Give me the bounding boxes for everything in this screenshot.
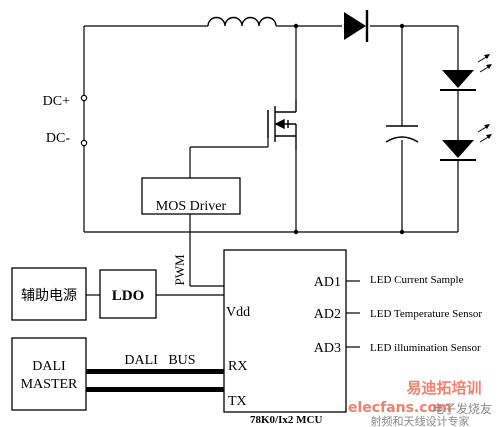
mosfet-icon	[267, 100, 297, 150]
tx-label: TX	[228, 394, 247, 409]
ad1-label: AD1	[314, 275, 341, 290]
junctions	[293, 23, 405, 235]
junction-cap-top	[399, 23, 405, 29]
junction-cap-bottom	[399, 229, 405, 235]
watermark-cn-site: 电子发烧友	[432, 401, 492, 416]
dc-plus-label: DC+	[43, 94, 70, 109]
mcu-box	[223, 249, 347, 413]
mcu-label: 78K0/Ix2 MCU	[250, 414, 322, 426]
capacitor-icon	[385, 125, 419, 143]
ldo-box	[99, 269, 157, 319]
led-current-label: LED Current Sample	[370, 274, 464, 286]
diode-icon	[344, 10, 369, 42]
watermark: 易迪拓培训 elecfans.com 电子发烧友 射频和天线设计专家	[348, 379, 492, 427]
aux-power-label: 辅助电源	[21, 288, 77, 304]
ad3-label: AD3	[314, 341, 341, 356]
pwm-label: PWM	[172, 254, 187, 286]
dali-master-line1: DALI	[32, 359, 66, 374]
wires	[83, 25, 459, 296]
inductor-icon	[207, 16, 277, 27]
junction-switch-bottom	[293, 229, 299, 235]
dali-bus-tx-line	[86, 387, 224, 392]
dali-bus-rx-line	[86, 369, 224, 374]
sensor-leads	[346, 280, 360, 348]
dc-plus-terminal	[80, 94, 88, 102]
led-illumination-label: LED illumination Sensor	[370, 342, 481, 354]
junction-switch-top	[293, 23, 299, 29]
led-temperature-label: LED Temperature Sensor	[370, 308, 482, 320]
dali-bus-label: DALI BUS	[124, 353, 195, 368]
watermark-cn-sub: 射频和天线设计专家	[371, 414, 470, 427]
aux-power-box	[11, 267, 87, 321]
dc-minus-label: DC-	[46, 131, 70, 146]
led-1-icon	[440, 54, 492, 91]
ldo-label: LDO	[112, 288, 145, 304]
watermark-logo: elecfans.com	[348, 400, 452, 416]
led-2-icon	[440, 124, 492, 161]
mos-driver-box	[141, 177, 241, 215]
rx-label: RX	[228, 359, 247, 374]
dali-master-box	[11, 337, 87, 411]
dali-master-line2: MASTER	[21, 377, 78, 392]
dc-minus-terminal	[80, 139, 88, 147]
ad2-label: AD2	[314, 307, 341, 322]
vdd-label: Vdd	[226, 305, 250, 320]
mos-driver-label: MOS Driver	[156, 199, 227, 214]
watermark-cn-brand: 易迪拓培训	[406, 379, 481, 397]
